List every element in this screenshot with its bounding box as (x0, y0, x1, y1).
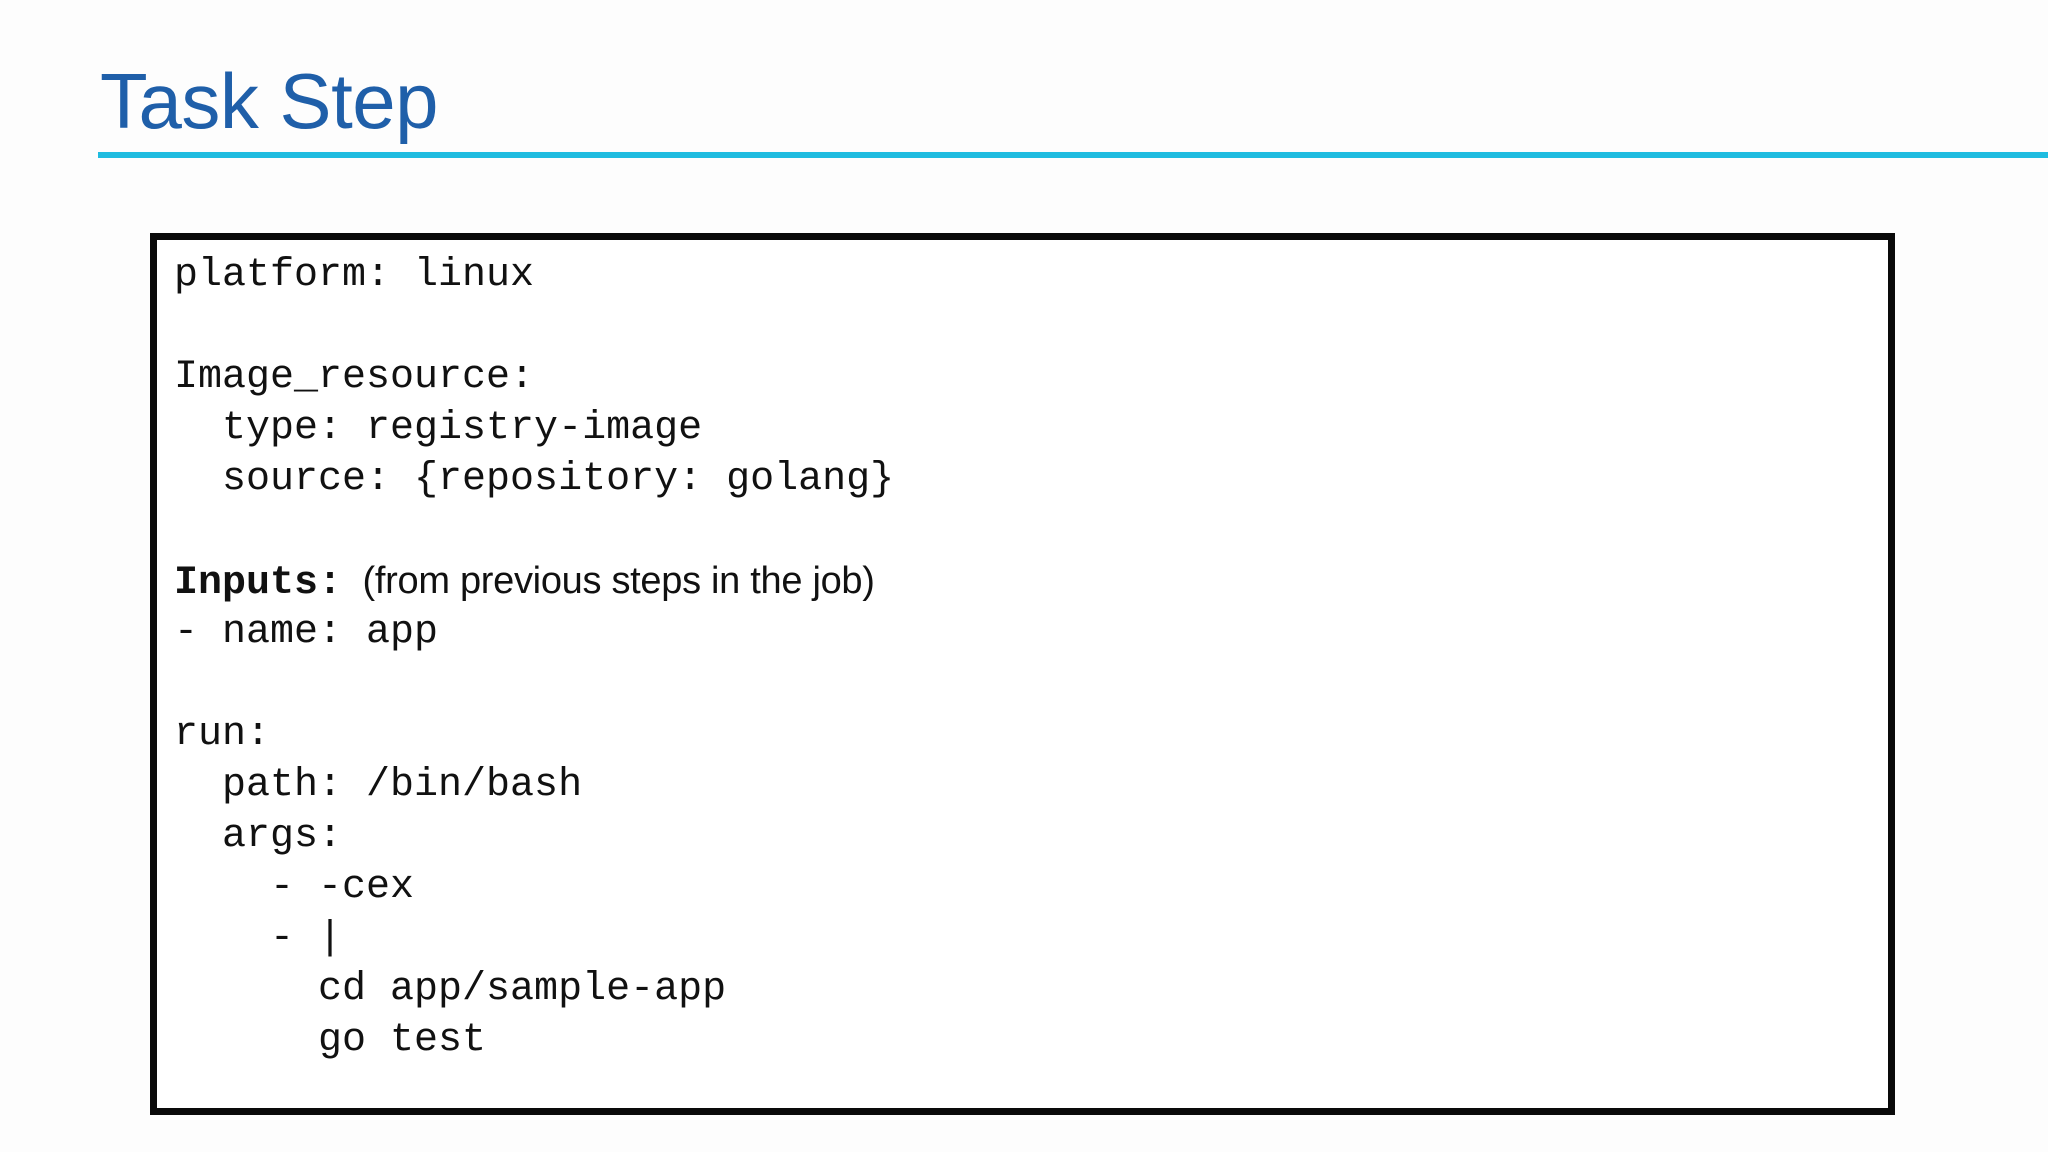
code-line-text: args: (174, 814, 343, 859)
code-line-text: - -cex (174, 865, 415, 910)
code-line-text: type: registry-image (174, 406, 703, 451)
code-line: type: registry-image (174, 403, 1888, 454)
code-line: - name: app (174, 607, 1888, 658)
code-line-blank (174, 505, 1888, 556)
code-line-blank (174, 658, 1888, 709)
code-line: platform: linux (174, 250, 1888, 301)
code-line: run: (174, 709, 1888, 760)
code-line: Image_resource: (174, 352, 1888, 403)
code-line: - -cex (174, 862, 1888, 913)
code-line-text: Inputs: (174, 561, 343, 606)
code-line-text: platform: linux (174, 253, 535, 298)
code-line-text: cd app/sample-app (174, 967, 727, 1012)
code-block-lines: platform: linux Image_resource: type: re… (174, 250, 1888, 1108)
code-line-text: Image_resource: (174, 355, 535, 400)
code-line: Inputs: (from previous steps in the job) (174, 556, 1888, 607)
code-line: source: {repository: golang} (174, 454, 1888, 505)
slide-header: Task Step (0, 0, 2048, 170)
page-title: Task Step (100, 57, 439, 145)
code-line: cd app/sample-app (174, 964, 1888, 1015)
code-line: - | (174, 913, 1888, 964)
code-line-text: - | (174, 916, 343, 961)
code-line-text: source: {repository: golang} (174, 457, 895, 502)
code-line-blank (174, 301, 1888, 352)
code-line: args: (174, 811, 1888, 862)
title-underline-rule (98, 152, 2048, 158)
code-line-text: go test (174, 1018, 487, 1063)
code-line: go test (174, 1015, 1888, 1066)
code-line: path: /bin/bash (174, 760, 1888, 811)
code-line-text: path: /bin/bash (174, 763, 583, 808)
code-block-container: platform: linux Image_resource: type: re… (150, 233, 1895, 1115)
code-line-annotation: (from previous steps in the job) (342, 560, 875, 602)
code-line-text: - name: app (174, 610, 439, 655)
code-line-text: run: (174, 712, 271, 757)
